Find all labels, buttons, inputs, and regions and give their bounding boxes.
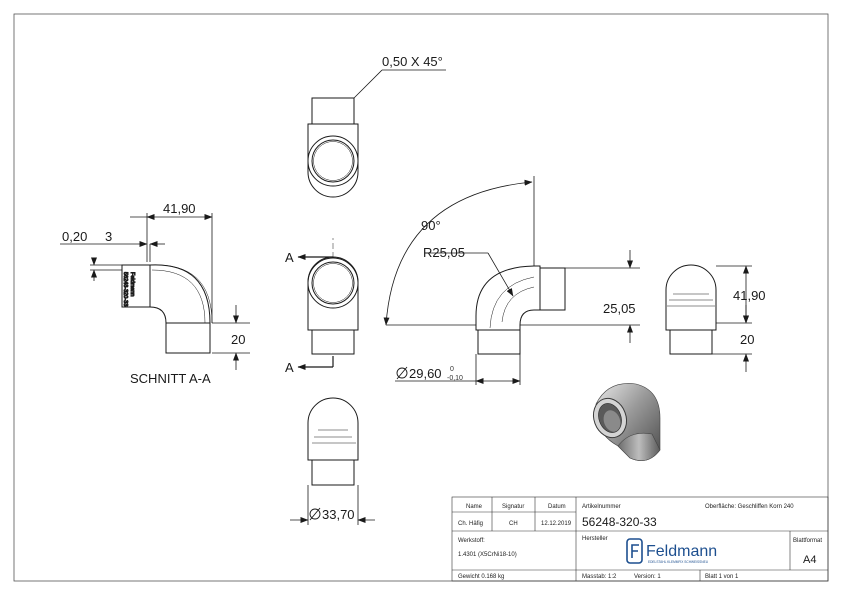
dim-angle: 90° — [421, 218, 441, 233]
tb-oberflaeche: Oberfläche: Geschliffen Korn 240 — [705, 504, 794, 510]
side-view — [475, 265, 566, 355]
tb-artikel: 56248-320-33 — [582, 515, 657, 529]
tb-datum: 12.12.2019 — [541, 521, 572, 527]
front-view — [307, 256, 359, 355]
section-dimension-lines — [60, 213, 250, 370]
title-block — [451, 496, 829, 582]
side-dimension-lines — [383, 176, 640, 385]
bottom-view — [290, 397, 375, 525]
section-marking-brand: Feldmann — [129, 272, 135, 296]
tb-name: Ch. Häfig — [458, 521, 483, 527]
dim-0-20: 0,20 — [62, 229, 87, 244]
feldmann-logo: Feldmann EDELSTAHL KLEMMFIX SCHWEISSNEU — [626, 538, 717, 564]
tb-header-datum: Datum — [548, 504, 566, 510]
dim-20-side: 20 — [740, 332, 754, 347]
dim-41-90-section: 41,90 — [163, 201, 196, 216]
logo-tagline: EDELSTAHL KLEMMFIX SCHWEISSNEU — [648, 560, 709, 564]
tb-header-signatur: Signatur — [502, 504, 524, 510]
drawing-border — [13, 13, 829, 582]
tb-signatur: CH — [509, 521, 518, 527]
tb-artikel-label: Artikelnummer — [582, 504, 621, 510]
tb-header-name: Name — [466, 504, 483, 510]
tb-hersteller-label: Hersteller — [582, 536, 608, 542]
isometric-render — [592, 383, 661, 461]
tolerance-lower: -0,10 — [447, 375, 463, 382]
dim-41-90-side: 41,90 — [733, 288, 766, 303]
right-view — [665, 264, 752, 372]
section-marking-article: 56248-320-33 — [122, 272, 128, 306]
tb-werkstoff-label: Werkstoff: — [458, 538, 485, 544]
tolerance-upper: 0 — [450, 366, 454, 373]
logo-wordmark: Feldmann — [646, 543, 717, 560]
section-view: Feldmann 56248-320-33 — [121, 264, 213, 354]
tb-werkstoff: 1.4301 (X5CrNi18-10) — [458, 552, 517, 558]
tb-blatt: Blatt 1 von 1 — [705, 574, 739, 580]
section-marker-top: A — [285, 250, 294, 265]
tb-blattformat: A4 — [803, 554, 816, 566]
diameter-symbol-outer — [309, 507, 321, 521]
section-label: SCHNITT A-A — [130, 371, 211, 386]
top-view — [307, 69, 446, 198]
dim-radius: R25,05 — [423, 245, 465, 260]
tb-gewicht: Gewicht 0.168 kg — [458, 574, 504, 580]
tb-massstab: Masstab: 1:2 — [582, 574, 617, 580]
dim-20-section: 20 — [231, 332, 245, 347]
chamfer-dimension: 0,50 X 45° — [382, 54, 443, 69]
dim-outer-diameter: 33,70 — [322, 507, 355, 522]
diameter-symbol-main — [396, 366, 408, 380]
section-marker-bottom: A — [285, 360, 294, 375]
tb-version: Version: 1 — [634, 574, 661, 580]
dim-main-diameter: 29,60 — [409, 366, 442, 381]
dim-25-05: 25,05 — [603, 301, 636, 316]
tb-blattformat-label: Blattformat — [793, 538, 822, 544]
dim-3: 3 — [105, 229, 112, 244]
section-markers — [297, 238, 334, 370]
